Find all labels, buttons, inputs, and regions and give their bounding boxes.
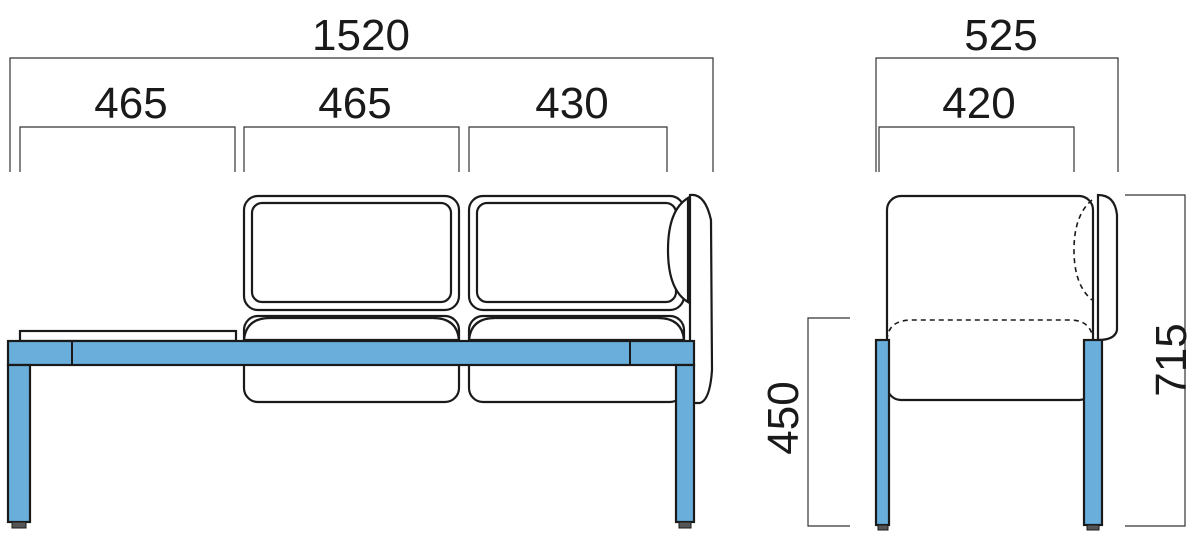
front-dimension-lines bbox=[9, 57, 714, 172]
side-leg-front bbox=[874, 338, 891, 527]
dim-segment-1: 465 bbox=[94, 79, 167, 128]
side-table-top bbox=[18, 329, 238, 343]
side-view-bench bbox=[874, 193, 1119, 531]
front-leg-right bbox=[674, 363, 696, 524]
side-armrest bbox=[1096, 193, 1119, 342]
dim-total-width: 1520 bbox=[312, 11, 410, 60]
dim-segment-2: 465 bbox=[318, 79, 391, 128]
dim-total-height: 715 bbox=[1147, 323, 1196, 396]
side-body bbox=[885, 194, 1095, 402]
armrest bbox=[688, 193, 714, 405]
frame-beam bbox=[6, 339, 696, 367]
dim-segment-3: 430 bbox=[535, 79, 608, 128]
dim-total-depth: 525 bbox=[964, 11, 1037, 60]
front-leg-left bbox=[6, 363, 32, 524]
dim-seat-depth: 420 bbox=[942, 79, 1015, 128]
side-leg-back bbox=[1082, 338, 1104, 527]
dim-seat-height: 450 bbox=[759, 381, 808, 454]
front-view-bench bbox=[6, 193, 714, 529]
side-dimension-lines bbox=[807, 57, 1186, 527]
